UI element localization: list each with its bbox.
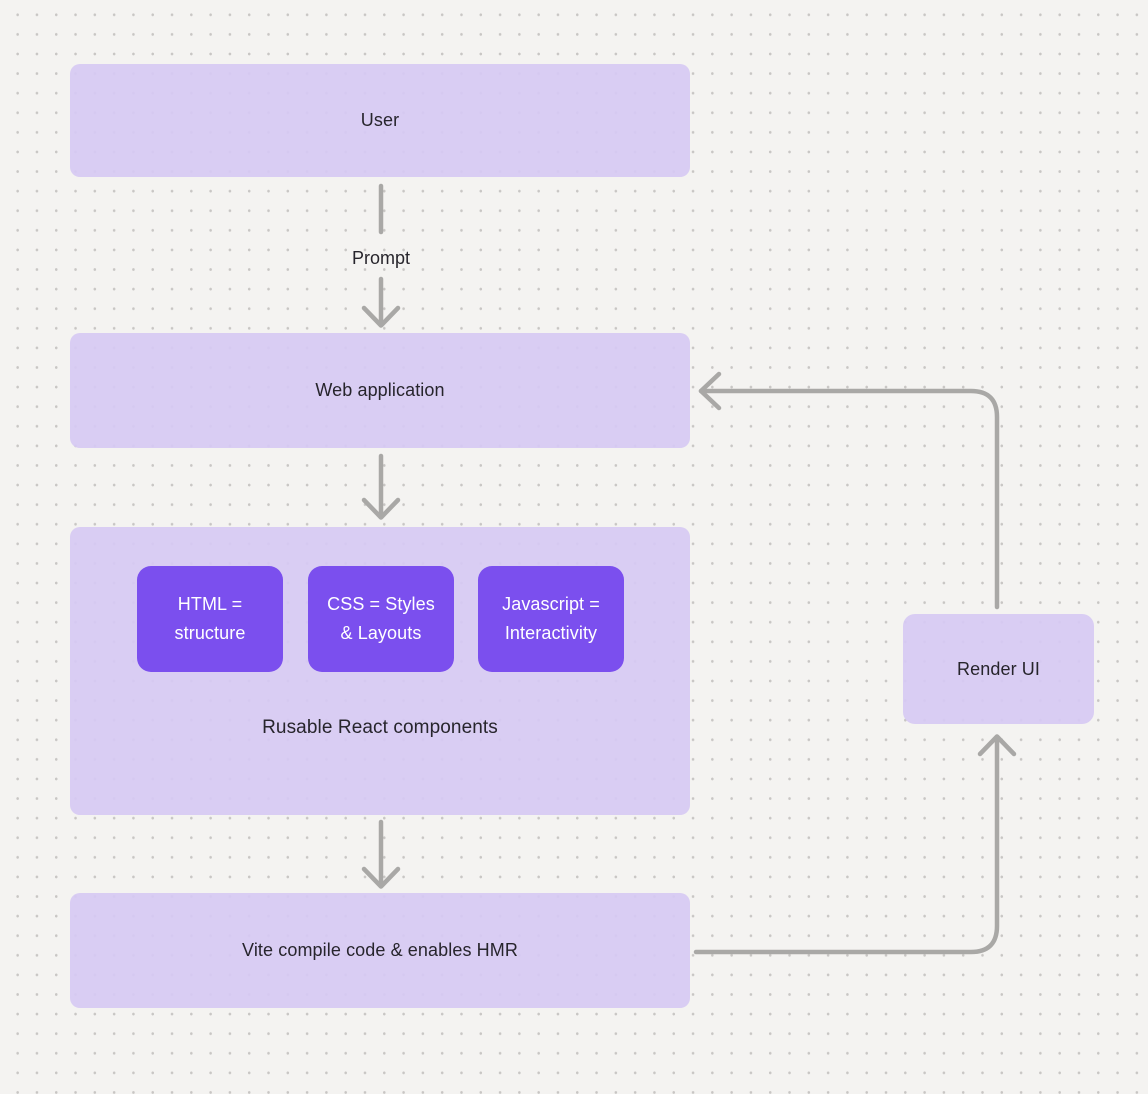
chip-css-label: CSS = Styles & Layouts	[327, 594, 435, 643]
node-user: User	[70, 64, 690, 177]
arrow-shaft	[698, 388, 1000, 610]
arrowhead-down-icon	[361, 305, 401, 328]
node-web-application-label: Web application	[315, 380, 445, 400]
arrowhead-down-icon	[361, 866, 401, 889]
arrow-shaft	[693, 734, 1000, 955]
components-group-caption: Rusable React components	[262, 717, 498, 738]
arrow-render-ui-to-web	[698, 371, 1000, 610]
node-vite-label: Vite compile code & enables HMR	[242, 940, 518, 960]
node-web-application: Web application	[70, 333, 690, 448]
node-render-ui: Render UI	[903, 614, 1094, 724]
arrowhead-down-icon	[361, 497, 401, 520]
node-components-group: HTML = structure CSS = Styles & Layouts …	[70, 527, 690, 815]
edge-label-prompt: Prompt	[311, 244, 451, 272]
arrow-components-to-vite	[361, 819, 401, 889]
arrowhead-left-icon	[698, 371, 722, 411]
edge-label-prompt-text: Prompt	[351, 247, 411, 268]
node-vite: Vite compile code & enables HMR	[70, 893, 690, 1008]
arrowhead-up-icon	[977, 734, 1017, 757]
chip-javascript: Javascript = Interactivity	[478, 566, 624, 672]
chip-javascript-label: Javascript = Interactivity	[502, 594, 600, 643]
chip-css: CSS = Styles & Layouts	[308, 566, 454, 672]
arrow-web-to-components	[361, 453, 401, 520]
node-render-ui-label: Render UI	[957, 658, 1040, 679]
arrow-vite-to-render-ui	[693, 734, 1017, 955]
node-user-label: User	[360, 110, 400, 130]
chip-html-label: HTML = structure	[174, 594, 246, 643]
chip-html: HTML = structure	[137, 566, 283, 672]
